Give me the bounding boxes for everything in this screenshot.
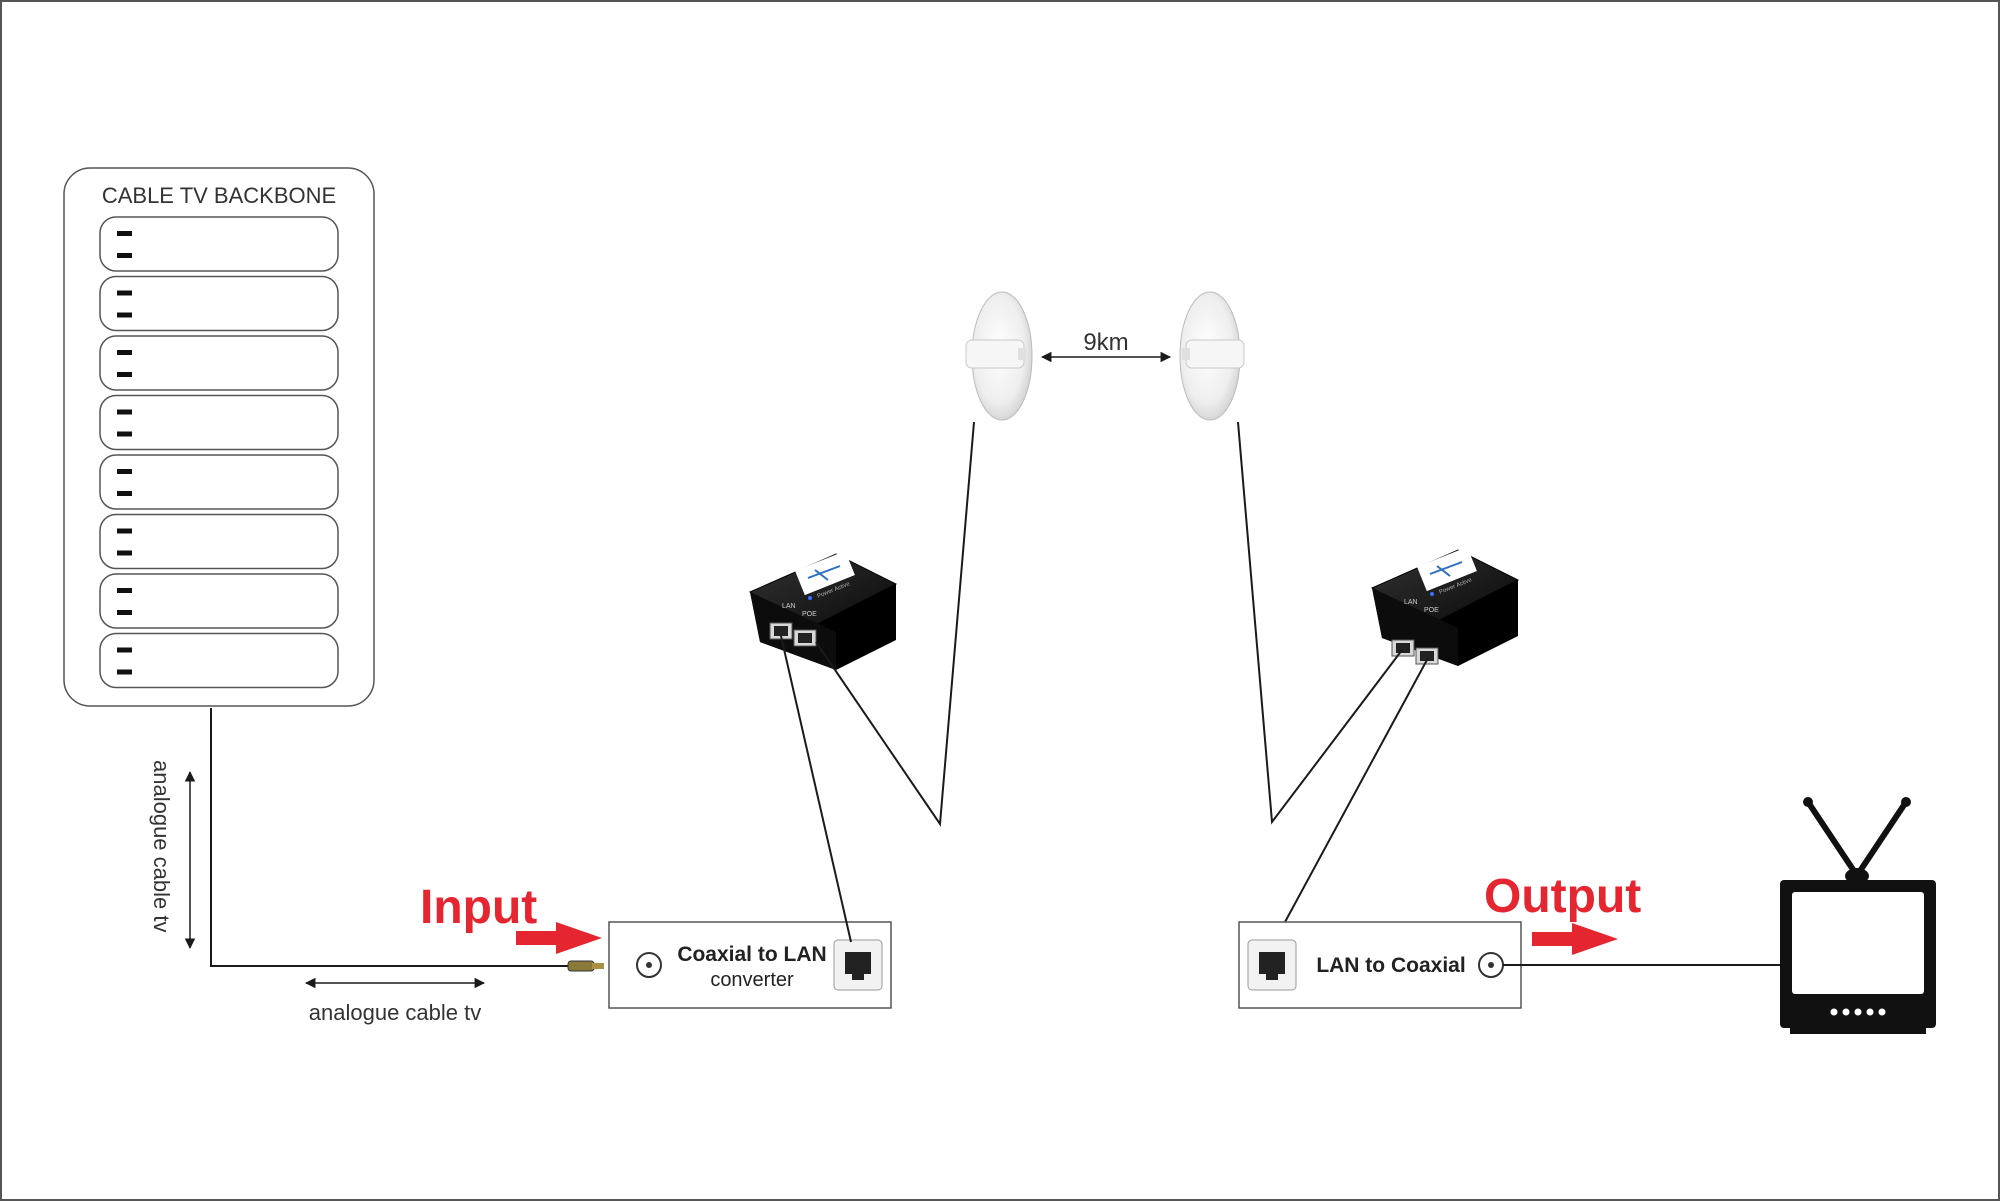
- distance-label: 9km: [1083, 329, 1128, 356]
- f-connector-icon: [567, 960, 604, 972]
- converter-left-subtitle: converter: [710, 969, 794, 991]
- brand-sticker: [1417, 546, 1477, 592]
- status-led: [808, 596, 812, 600]
- rj45-port-icon: [1391, 639, 1439, 665]
- backbone-slot: [99, 216, 339, 272]
- port-lan-label: LAN: [1404, 599, 1418, 606]
- lan-to-coaxial-converter: LAN to Coaxial: [1238, 921, 1522, 1009]
- backbone-slot: [99, 454, 339, 510]
- port-marker-icon: [117, 588, 132, 593]
- port-marker-icon: [117, 610, 132, 615]
- backbone-slots: [99, 216, 339, 689]
- coax-port-icon: [1478, 952, 1504, 978]
- brand-sticker: [795, 550, 855, 596]
- poe-cable-right: [1237, 421, 1403, 825]
- lan-cable-left: [780, 635, 852, 943]
- arrow-right-icon: [1532, 923, 1618, 955]
- coax-port-icon: [636, 952, 662, 978]
- port-marker-icon: [117, 312, 132, 318]
- rj45-port-icon: [1247, 939, 1297, 991]
- converter-right-title: LAN to Coaxial: [1316, 954, 1465, 977]
- port-marker-icon: [117, 431, 132, 437]
- port-marker-icon: [117, 290, 132, 296]
- port-marker-icon: [117, 372, 132, 377]
- tv-icon: [1780, 797, 1936, 1034]
- analogue-label-vertical: analogue cable tv: [149, 760, 174, 932]
- rj45-port-icon: [833, 939, 883, 991]
- poe-injector-left: Power Active LAN POE: [748, 550, 898, 670]
- input-label: Input: [420, 881, 537, 934]
- cable-tv-backbone: CABLE TV BACKBONE: [63, 167, 375, 707]
- coax-cable-analogue: [210, 708, 570, 967]
- port-marker-icon: [117, 350, 132, 355]
- port-marker-icon: [117, 253, 132, 258]
- coaxial-to-lan-converter: Coaxial to LAN converter: [608, 921, 892, 1009]
- antenna-dish-right: [1179, 291, 1245, 421]
- port-marker-icon: [117, 550, 132, 556]
- port-poe-label: POE: [802, 611, 817, 618]
- rj45-port-icon: [769, 622, 817, 647]
- converter-left-title: Coaxial to LAN: [677, 943, 826, 966]
- backbone-title: CABLE TV BACKBONE: [102, 183, 336, 208]
- port-marker-icon: [117, 647, 132, 653]
- backbone-slot: [99, 275, 339, 332]
- analogue-label-horizontal: analogue cable tv: [309, 1000, 481, 1025]
- backbone-slot: [99, 335, 339, 391]
- backbone-slot: [99, 573, 339, 629]
- backbone-slot: [99, 632, 339, 689]
- lan-cable-right: [1271, 657, 1429, 947]
- arrow-right-icon: [516, 922, 602, 954]
- port-marker-icon: [117, 528, 132, 534]
- port-lan-label: LAN: [782, 603, 796, 610]
- poe-cable-left: [815, 421, 975, 827]
- antenna-dish-left: [965, 291, 1033, 421]
- port-marker-icon: [117, 409, 132, 415]
- port-marker-icon: [117, 231, 132, 236]
- port-marker-icon: [117, 491, 132, 496]
- backbone-slot: [99, 394, 339, 451]
- poe-injector-right: Power Active LAN POE: [1370, 546, 1520, 666]
- backbone-slot: [99, 513, 339, 570]
- port-marker-icon: [117, 469, 132, 474]
- status-led: [1430, 592, 1434, 596]
- port-poe-label: POE: [1424, 607, 1439, 614]
- output-label: Output: [1484, 870, 1641, 923]
- port-marker-icon: [117, 669, 132, 675]
